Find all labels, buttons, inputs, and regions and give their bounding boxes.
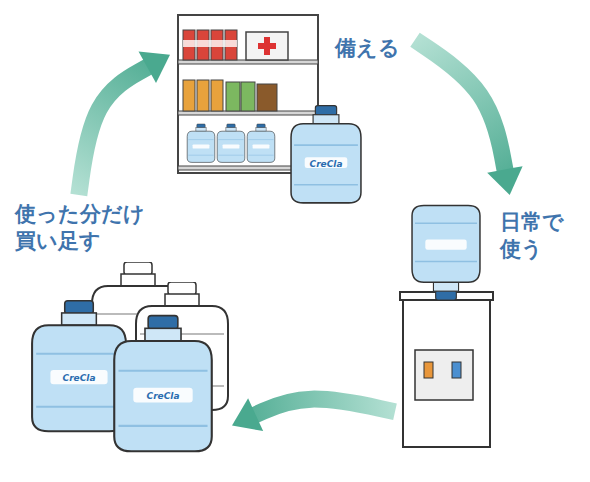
stage-node: 使った分だけ 買い足す [10, 195, 232, 457]
food-stock-part [257, 84, 277, 111]
food-stock-part [241, 82, 255, 111]
storage-shelf-part [178, 111, 318, 115]
small-water-bottles-part [247, 124, 275, 162]
stage-label: 日常で 使う [500, 209, 576, 264]
water-dispenser-part [412, 205, 480, 300]
arrow-head [232, 398, 263, 431]
spare-bottles [32, 262, 228, 451]
stage-node: 日常で 使う [395, 195, 580, 450]
first-aid-kit [246, 32, 288, 60]
stage-label: 使った分だけ 買い足す [15, 201, 154, 256]
food-stock-part [183, 80, 195, 111]
stage-label: 備える [335, 35, 419, 62]
arrow-head [139, 52, 170, 83]
cycle-arrow [232, 398, 395, 431]
cycle-arrow [415, 40, 523, 195]
first-aid-kit-part [258, 43, 276, 49]
brand-logo: CreCla [147, 391, 180, 401]
arrow-shaft [415, 40, 505, 171]
stage-node: 備える [170, 8, 415, 220]
water-bottle-part [291, 106, 361, 203]
brand-logo: CreCla [310, 159, 343, 169]
cycle-arrow [79, 52, 170, 195]
brand-logo: CreCla [63, 373, 96, 383]
water-dispenser [400, 205, 493, 447]
small-water-bottles-part [217, 124, 245, 162]
water-dispenser-part [424, 362, 433, 378]
food-stock-part [211, 80, 223, 111]
small-water-bottles [187, 124, 275, 162]
spare-bottles-part [114, 316, 212, 452]
water-bottle [291, 106, 361, 203]
spare-bottles-part [32, 301, 126, 432]
arrow-shaft [79, 67, 148, 195]
gas-cans-part [183, 40, 237, 47]
arrow-shaft [255, 399, 395, 415]
water-dispenser-part [415, 350, 473, 400]
gas-cans [183, 30, 237, 60]
food-stock [183, 80, 277, 111]
water-dispenser-part-part [412, 205, 480, 300]
water-dispenser-part [403, 297, 490, 447]
food-stock-part [226, 82, 240, 111]
food-stock-part [197, 80, 209, 111]
small-water-bottles-part [187, 124, 215, 162]
water-dispenser-part [452, 362, 461, 378]
arrow-head [487, 166, 522, 195]
first-aid-kit-part [246, 32, 288, 60]
